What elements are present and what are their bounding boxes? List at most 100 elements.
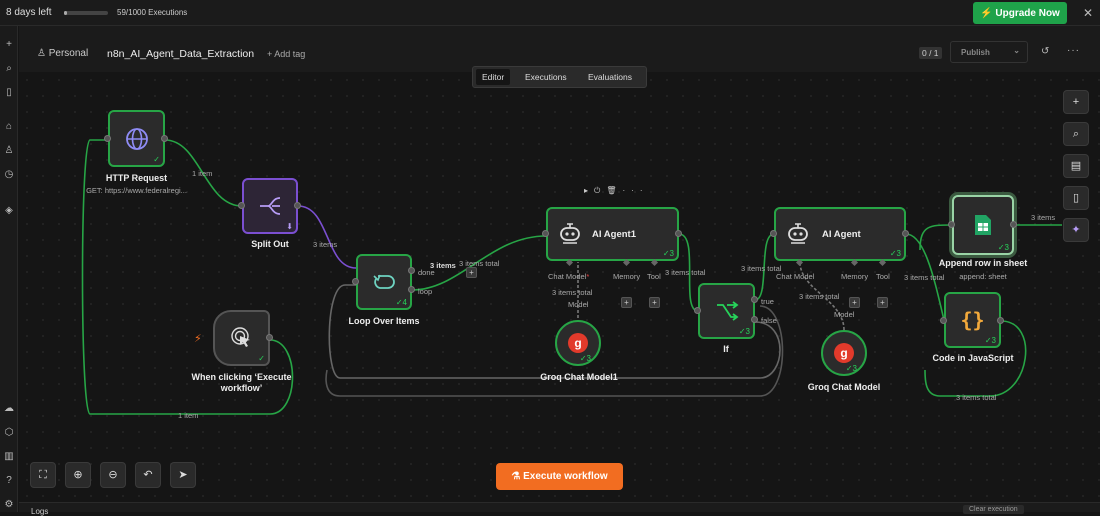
user-icon[interactable]: ♙ — [4, 145, 14, 156]
node-ai-agent[interactable]: AI Agent ✓3 — [774, 207, 906, 261]
history-icon[interactable]: ↺ — [1041, 46, 1050, 57]
tab-evaluations[interactable]: Evaluations — [588, 72, 632, 82]
add-tool-button[interactable]: + — [649, 297, 660, 308]
node-ai-agent1[interactable]: AI Agent1 ✓3 — [546, 207, 679, 261]
sticky-note-button[interactable]: ▤ — [1063, 154, 1089, 178]
add-node-button[interactable]: + — [466, 267, 477, 278]
output-port[interactable] — [266, 334, 273, 341]
fit-view-button[interactable]: ⛶ — [30, 462, 56, 488]
pin-icon: ⬇ — [286, 222, 293, 231]
clock-icon[interactable]: ◷ — [4, 169, 14, 180]
split-icon — [260, 197, 281, 215]
publish-button[interactable]: Publish⌄ — [950, 41, 1028, 63]
cloud-icon[interactable]: ☁ — [4, 403, 14, 414]
workflow-canvas[interactable] — [19, 72, 1100, 502]
globe-icon — [125, 127, 148, 150]
clear-execution-button[interactable]: Clear execution — [963, 505, 1024, 514]
add-tag-button[interactable]: + Add tag — [267, 49, 306, 59]
output-port-loop[interactable] — [408, 286, 415, 293]
input-port[interactable] — [694, 307, 701, 314]
output-port[interactable] — [1010, 221, 1017, 228]
zoom-out-button[interactable]: ⊖ — [100, 462, 126, 488]
upgrade-button[interactable]: ⚡ Upgrade Now — [973, 2, 1067, 24]
input-port[interactable] — [940, 317, 947, 324]
edge-if-agent — [754, 233, 775, 301]
output-port[interactable] — [675, 230, 682, 237]
node-code-javascript[interactable]: {} ✓3 — [944, 292, 1001, 348]
execute-label: Execute workflow — [523, 471, 608, 482]
panel-toggle-button[interactable]: ▯ — [1063, 186, 1089, 210]
search-nodes-button[interactable]: ⌕ — [1063, 122, 1089, 146]
upgrade-label: Upgrade Now — [995, 7, 1060, 19]
add-memory-button[interactable]: + — [849, 297, 860, 308]
edge-label: 1 item — [178, 411, 199, 420]
add-icon[interactable]: + — [6, 39, 12, 50]
workspace-breadcrumb[interactable]: ♙ Personal — [37, 48, 89, 59]
output-port[interactable] — [997, 317, 1004, 324]
output-port[interactable] — [902, 230, 909, 237]
chart-icon[interactable]: ▥ — [4, 451, 14, 462]
ai-assistant-button[interactable]: ✦ — [1063, 218, 1089, 242]
input-port[interactable] — [542, 230, 549, 237]
home-icon[interactable]: ⌂ — [5, 121, 13, 132]
tab-editor[interactable]: Editor — [476, 69, 511, 85]
undo-button[interactable]: ↶ — [135, 462, 161, 488]
node-toolbar[interactable]: ▸⏻🗑··· — [584, 186, 649, 195]
input-port[interactable] — [352, 278, 359, 285]
node-http-label: HTTP Request — [105, 173, 168, 183]
node-http-request[interactable]: ✓ — [108, 110, 165, 167]
input-port[interactable] — [948, 221, 955, 228]
output-port[interactable] — [161, 135, 168, 142]
output-port-false[interactable] — [751, 316, 758, 323]
edge-label: 3 items — [1031, 213, 1056, 222]
edge-label-model: Model — [568, 300, 589, 309]
if-true-label: true — [761, 297, 774, 306]
node-groq-chat-model[interactable]: g ✓3 — [821, 330, 867, 376]
trial-days-left: 8 days left — [6, 7, 52, 18]
edge-label-model: Model — [834, 310, 855, 319]
zoom-in-button[interactable]: ⊕ — [65, 462, 91, 488]
edge-label-3-items-total: 3 items total — [552, 288, 593, 297]
node-split-out[interactable]: ⬇ — [242, 178, 298, 234]
edge-label-3-items-total: 3 items total — [799, 292, 840, 301]
layers-icon[interactable]: ◈ — [5, 205, 13, 216]
node-loop-over-items[interactable]: ✓4 — [356, 254, 412, 310]
output-port-true[interactable] — [751, 296, 758, 303]
node-if[interactable]: ✓3 — [698, 283, 755, 339]
add-memory-button[interactable]: + — [621, 297, 632, 308]
edge-label: 3 items total — [459, 259, 500, 268]
close-icon[interactable]: ✕ — [1083, 6, 1094, 20]
node-append-row-sheet[interactable]: ✓3 — [952, 195, 1014, 255]
node-groq-chat-model1[interactable]: g ✓3 — [555, 320, 601, 366]
panel-icon[interactable]: ▯ — [6, 87, 12, 98]
output-port[interactable] — [294, 202, 301, 209]
groq-count: ✓3 — [845, 364, 857, 373]
add-tool-button[interactable]: + — [877, 297, 888, 308]
loop-loop-label: loop — [418, 287, 433, 296]
input-port[interactable] — [770, 230, 777, 237]
select-tool-button[interactable]: ➤ — [170, 462, 196, 488]
version-badge: 0 / 1 — [919, 47, 942, 59]
search-icon[interactable]: ⌕ — [6, 63, 12, 74]
node-manual-trigger[interactable]: ✓ — [213, 310, 270, 366]
workflow-name[interactable]: n8n_AI_Agent_Data_Extraction — [107, 48, 255, 60]
tab-executions[interactable]: Executions — [525, 72, 567, 82]
workflow-header: ♙ Personal n8n_AI_Agent_Data_Extraction … — [19, 26, 1100, 72]
add-node-panel-button[interactable]: + — [1063, 90, 1089, 114]
status-bar: Logs Clear execution — [19, 502, 1100, 516]
edge-if-false-loop — [328, 284, 781, 379]
output-port-done[interactable] — [408, 267, 415, 274]
settings-icon[interactable]: ⚙ — [4, 499, 14, 510]
input-port[interactable] — [104, 135, 111, 142]
more-icon[interactable]: ··· — [1067, 45, 1080, 56]
node-code-label: Code in JavaScript — [932, 353, 1014, 363]
help-icon[interactable]: ? — [6, 475, 12, 486]
package-icon[interactable]: ⬡ — [4, 427, 14, 438]
robot-icon — [560, 223, 580, 244]
execute-workflow-button[interactable]: ⚗ Execute workflow — [496, 463, 623, 490]
input-port[interactable] — [238, 202, 245, 209]
chevron-down-icon: ⌄ — [1013, 46, 1020, 55]
executions-count: 59/1000 Executions — [117, 8, 188, 17]
edge-agent1-if — [678, 233, 699, 312]
